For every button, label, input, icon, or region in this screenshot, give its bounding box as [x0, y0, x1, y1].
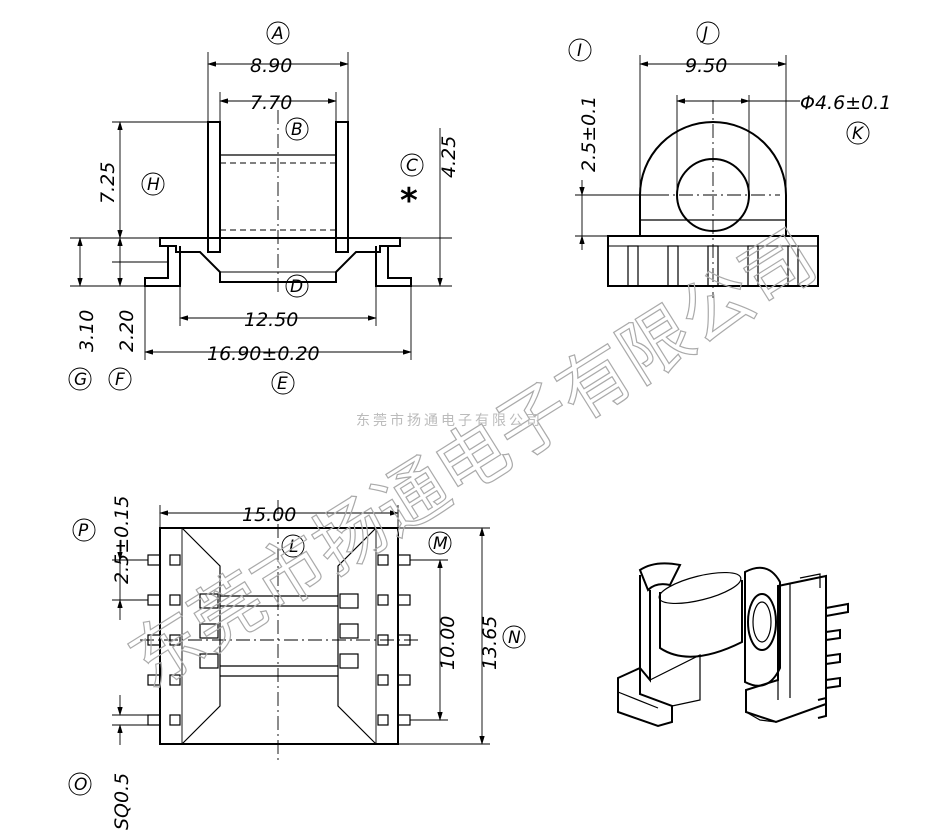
dim-e-value: 16.90±0.20 [207, 343, 320, 365]
dim-m-value: 10.00 [437, 616, 459, 670]
label-e: E [277, 374, 288, 394]
dim-n-value: 13.65 [479, 616, 501, 670]
dim-d-value: 12.50 [244, 309, 298, 331]
label-b: B [291, 120, 303, 140]
label-o: O [74, 775, 87, 795]
label-k: K [852, 124, 865, 144]
dim-j-value: 9.50 [685, 55, 727, 77]
dim-h-value: 7.25 [97, 162, 119, 204]
dim-a-value: 8.90 [250, 55, 292, 77]
label-c: C [406, 156, 418, 176]
label-a: A [271, 24, 284, 44]
label-g: G [74, 370, 87, 390]
watermark-large-text: 东莞市扬通电子有限公司 [114, 213, 830, 704]
label-p: P [78, 521, 89, 541]
label-d: D [290, 277, 303, 297]
dim-c-value: 4.25 [438, 136, 460, 178]
dim-f-value: 2.20 [116, 310, 138, 352]
dim-l-value: 15.00 [242, 504, 296, 526]
watermark: 东莞市扬通电子有限公司 东莞市扬通电子有限公司 [114, 213, 831, 705]
dim-b-value: 7.70 [250, 92, 292, 114]
dim-p-value: 2.5±0.15 [111, 496, 133, 584]
dim-k-value: Φ4.6±0.1 [800, 92, 891, 114]
label-n: N [508, 628, 521, 648]
bottom-view: 15.00 L 10.00 13.65 M N 2.5±0.15 P SQ0.5… [68, 496, 526, 830]
label-l: L [289, 537, 298, 557]
side-view: 9.50 J Φ4.6±0.1 K 2.5±0.1 I [568, 21, 891, 298]
label-m: M [433, 534, 448, 554]
isometric-view [617, 562, 849, 728]
dim-o-value: SQ0.5 [111, 773, 133, 830]
label-i: I [577, 41, 582, 61]
front-view: 8.90 A 7.70 B 7.25 H 4.25 C * 12.50 D 16… [68, 21, 460, 395]
critical-asterisk: * [400, 181, 418, 221]
label-f: F [115, 370, 125, 390]
dim-g-value: 3.10 [76, 310, 98, 352]
dim-i-value: 2.5±0.1 [578, 96, 600, 172]
label-j: J [700, 24, 708, 44]
watermark-small-text: 东莞市扬通电子有限公司 [356, 412, 543, 429]
label-h: H [147, 175, 160, 195]
